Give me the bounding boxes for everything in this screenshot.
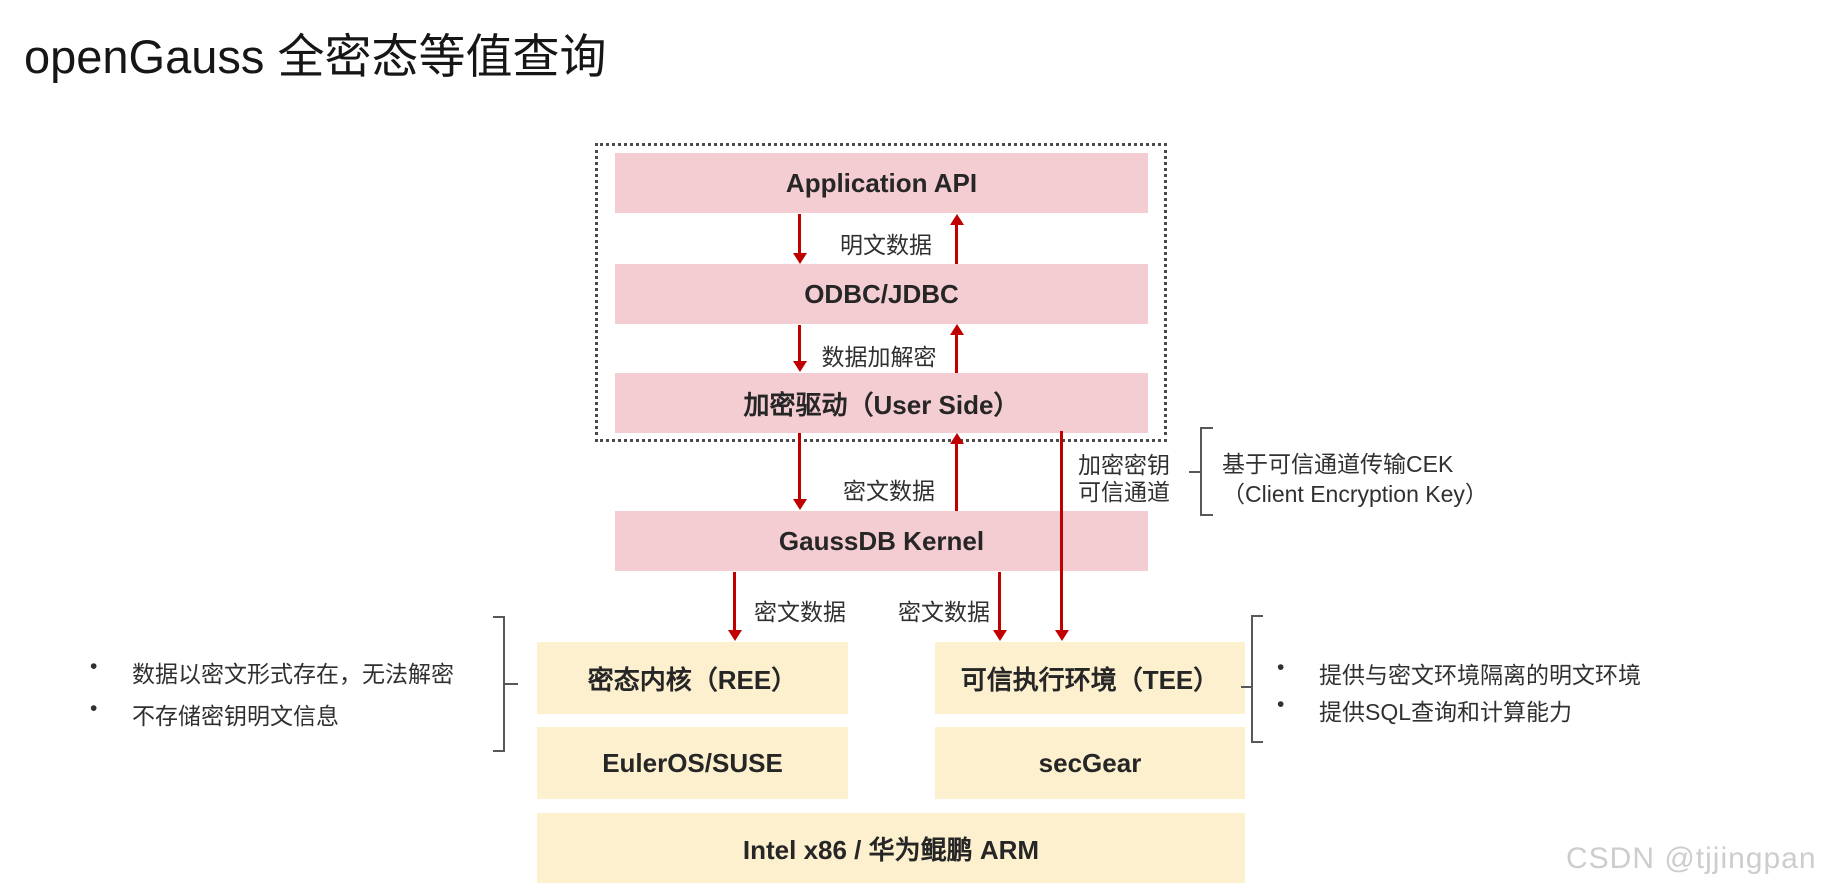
label-data-encrypt-decrypt: 数据加解密 (821, 344, 937, 370)
label-ciphertext-data-driver-kernel: 密文数据 (843, 478, 935, 504)
right-note-text-1: 提供与密文环境隔离的明文环境 (1319, 662, 1641, 688)
page-title: openGauss 全密态等值查询 (24, 30, 607, 83)
box-application-api: Application API (615, 153, 1148, 213)
right-note-item-2: • 提供SQL查询和计算能力 (1277, 693, 1572, 727)
label-ciphertext-data-tee: 密文数据 (898, 599, 990, 625)
box-tee: 可信执行环境（TEE） (935, 642, 1245, 714)
box-ree: 密态内核（REE） (537, 642, 848, 714)
left-note-text-2: 不存储密钥明文信息 (132, 703, 339, 729)
bullet-icon: • (1277, 656, 1285, 679)
left-note-item-2: • 不存储密钥明文信息 (90, 697, 339, 731)
cek-note: 基于可信通道传输CEK （Client Encryption Key） (1222, 449, 1488, 509)
csdn-watermark: CSDN @tjjingpan (1566, 842, 1817, 875)
box-encryption-driver: 加密驱动（User Side） (615, 373, 1148, 433)
cek-note-bracket (1189, 427, 1213, 516)
left-note-item-1: • 数据以密文形式存在，无法解密 (90, 655, 454, 689)
right-note-text-2: 提供SQL查询和计算能力 (1319, 699, 1573, 725)
right-note-item-1: • 提供与密文环境隔离的明文环境 (1277, 656, 1641, 690)
cek-note-line1: 基于可信通道传输CEK (1222, 451, 1454, 477)
box-gaussdb-kernel: GaussDB Kernel (615, 511, 1148, 571)
bullet-icon: • (1277, 693, 1285, 716)
arrow-up-kernel-to-driver (949, 433, 964, 511)
arrow-up-driver-to-odbc (949, 324, 964, 373)
bullet-icon: • (90, 655, 98, 678)
box-hardware: Intel x86 / 华为鲲鹏 ARM (537, 813, 1245, 883)
label-encrypted-key: 加密密钥 (1078, 452, 1170, 478)
left-notes-bracket (493, 616, 518, 752)
right-notes-bracket (1241, 615, 1263, 743)
arrow-up-odbc-to-app (949, 214, 964, 264)
box-euleros-suse: EulerOS/SUSE (537, 727, 848, 799)
bullet-icon: • (90, 697, 98, 720)
arrow-down-kernel-to-tee (992, 572, 1007, 641)
arrow-down-kernel-to-ree (727, 572, 742, 641)
label-plaintext-data: 明文数据 (840, 232, 932, 258)
arrow-down-app-to-odbc (792, 214, 807, 264)
client-side-dotted-frame (595, 143, 1167, 442)
left-note-text-1: 数据以密文形式存在，无法解密 (132, 661, 454, 687)
label-ciphertext-data-ree: 密文数据 (754, 599, 846, 625)
label-trusted-channel: 可信通道 (1078, 479, 1170, 505)
arrow-down-odbc-to-driver (792, 325, 807, 372)
label-encrypted-key-trusted-channel: 加密密钥 可信通道 (1078, 452, 1170, 506)
box-secgear: secGear (935, 727, 1245, 799)
cek-note-line2: （Client Encryption Key） (1222, 481, 1488, 507)
box-odbc-jdbc: ODBC/JDBC (615, 264, 1148, 324)
arrow-down-driver-to-kernel (792, 433, 807, 510)
arrow-down-driver-to-tee-trusted-channel (1054, 431, 1069, 641)
